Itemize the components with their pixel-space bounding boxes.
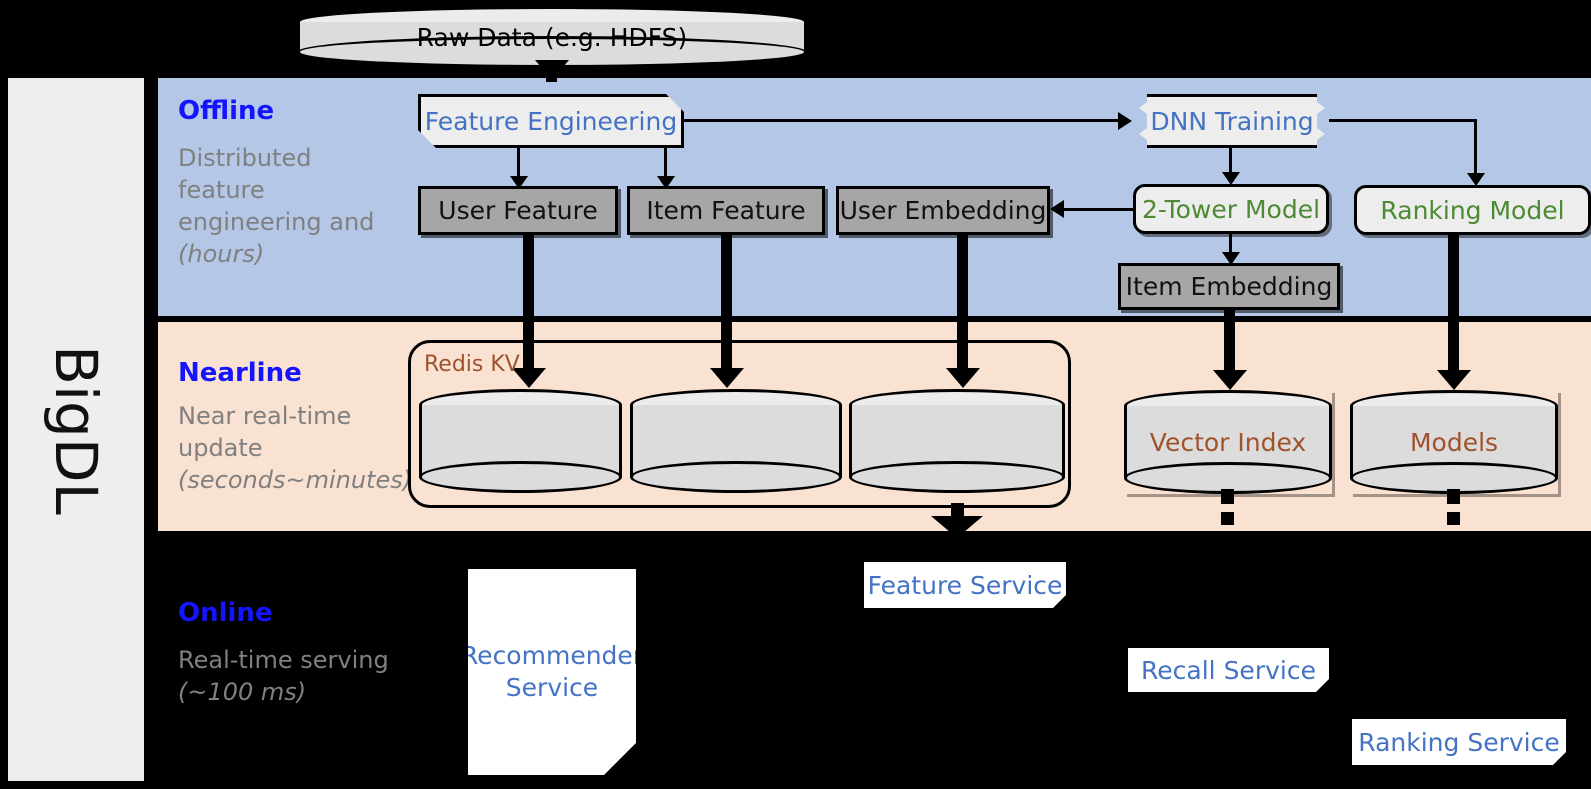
connector-redis-to-featureservice-stub <box>951 503 964 518</box>
node-user-embedding[interactable]: User Embedding <box>836 186 1050 235</box>
node-two-tower-model-label: 2-Tower Model <box>1141 194 1321 224</box>
arrowhead-twotower-to-userembedding <box>1050 200 1064 218</box>
node-feature-service[interactable]: Feature Service <box>864 562 1066 608</box>
node-user-feature-label: User Feature <box>438 196 598 225</box>
arrowhead-fe-to-userfeature <box>510 176 528 189</box>
framework-rail: BigDL <box>8 78 144 781</box>
arrowhead-dnn-to-rankingmodel <box>1467 173 1485 186</box>
arrowhead-twotower-to-itemembedding <box>1222 252 1240 265</box>
node-feature-service-label: Feature Service <box>867 570 1063 600</box>
offline-description-text: Distributed feature engineering and <box>178 144 375 236</box>
arrowhead-rankingmodel-to-models <box>1437 370 1471 390</box>
node-ranking-model[interactable]: Ranking Model <box>1354 185 1591 235</box>
arrowhead-userembedding-to-store <box>946 368 980 388</box>
node-recall-service-label: Recall Service <box>1141 655 1316 685</box>
node-ranking-service[interactable]: Ranking Service <box>1352 719 1566 765</box>
store-user-embedding[interactable] <box>849 389 1065 493</box>
store-models[interactable]: Models <box>1350 390 1558 494</box>
arrowhead-itemembedding-to-vectorindex <box>1213 370 1247 390</box>
store-user-embedding-label <box>849 389 1065 493</box>
raw-data-label: Raw Data (e.g. HDFS) <box>416 22 688 52</box>
store-user-feature-label <box>419 389 622 493</box>
node-feature-engineering[interactable]: Feature Engineering <box>418 94 684 148</box>
node-ranking-service-label: Ranking Service <box>1358 727 1560 757</box>
store-models-label: Models <box>1409 427 1499 457</box>
node-recall-service[interactable]: Recall Service <box>1128 648 1329 692</box>
connector-fe-to-dnn <box>684 119 1119 122</box>
arrowhead-rawdata-to-fe <box>535 60 569 80</box>
connector-dnn-to-rankingmodel-h <box>1329 119 1477 122</box>
framework-rail-label: BigDL <box>8 78 144 781</box>
connector-vectorindex-to-recallservice-stub <box>1221 489 1234 504</box>
arrowhead-fe-to-dnn <box>1118 112 1132 130</box>
arrowhead-itemfeature-to-store <box>710 368 744 388</box>
store-vector-index[interactable]: Vector Index <box>1124 390 1332 494</box>
raw-data-datastore: Raw Data (e.g. HDFS) <box>297 6 807 68</box>
store-item-feature[interactable] <box>630 389 842 493</box>
connector-dnn-to-rankingmodel-v <box>1474 119 1477 177</box>
connector-rankingmodel-to-models <box>1448 235 1459 380</box>
store-user-feature[interactable] <box>419 389 622 493</box>
connector-twotower-to-userembedding <box>1064 208 1136 211</box>
arrowhead-fe-to-itemfeature <box>657 176 675 189</box>
cylinder-bottom <box>849 461 1065 493</box>
node-user-embedding-label: User Embedding <box>839 196 1047 225</box>
nearline-title: Nearline <box>178 358 302 388</box>
connector-itemfeature-to-store <box>721 235 732 377</box>
node-two-tower-model[interactable]: 2-Tower Model <box>1133 184 1329 234</box>
store-item-feature-label <box>630 389 842 493</box>
node-item-embedding-label: Item Embedding <box>1125 272 1333 301</box>
store-vector-index-label: Vector Index <box>1149 427 1307 457</box>
node-feature-engineering-label: Feature Engineering <box>424 106 678 136</box>
connector-userfeature-to-store <box>523 235 534 377</box>
offline-description: Distributed feature engineering and (hou… <box>178 142 393 270</box>
node-ranking-model-label: Ranking Model <box>1380 195 1565 225</box>
connector-fe-to-itemfeature <box>664 148 667 180</box>
node-item-feature-label: Item Feature <box>646 196 806 225</box>
bigdl-label: BigDL <box>42 344 111 515</box>
online-description-text: Real-time serving <box>178 646 389 674</box>
node-item-feature[interactable]: Item Feature <box>627 186 825 235</box>
online-title: Online <box>178 598 273 628</box>
offline-description-emphasis: (hours) <box>178 240 265 268</box>
connector-dnn-to-twotower <box>1229 148 1232 176</box>
arrowhead-userfeature-to-store <box>512 368 546 388</box>
online-description-emphasis: (~100 ms) <box>178 678 307 706</box>
node-recommender-service[interactable]: Recommender Service <box>468 569 636 775</box>
connector-models-to-rankingservice-dot <box>1447 512 1460 525</box>
connector-twotower-to-itemembedding <box>1229 234 1232 260</box>
node-user-feature[interactable]: User Feature <box>418 186 618 235</box>
connector-models-to-rankingservice-stub <box>1447 489 1460 504</box>
nearline-description: Near real-time update (seconds~minutes) <box>178 400 412 496</box>
node-dnn-training[interactable]: DNN Training <box>1133 94 1331 148</box>
cylinder-bottom <box>630 461 842 493</box>
offline-title: Offline <box>178 96 275 126</box>
node-recommender-service-label: Recommender Service <box>460 641 644 702</box>
connector-itemembedding-to-vectorindex <box>1224 310 1235 378</box>
cylinder-bottom <box>419 461 622 493</box>
online-description: Real-time serving (~100 ms) <box>178 644 408 708</box>
nearline-description-emphasis: (seconds~minutes) <box>178 466 413 494</box>
connector-userembedding-to-store <box>957 235 968 377</box>
nearline-description-text: Near real-time update <box>178 402 352 462</box>
connector-vectorindex-to-recallservice-dot <box>1221 512 1234 525</box>
connector-fe-to-userfeature <box>517 148 520 180</box>
node-dnn-training-label: DNN Training <box>1150 106 1314 136</box>
redis-kv-group <box>408 340 1071 508</box>
arrowhead-redis-to-featureservice <box>931 516 983 538</box>
arrowhead-dnn-to-twotower <box>1222 172 1240 185</box>
node-item-embedding[interactable]: Item Embedding <box>1118 263 1340 310</box>
redis-kv-label: Redis KV <box>424 352 520 377</box>
